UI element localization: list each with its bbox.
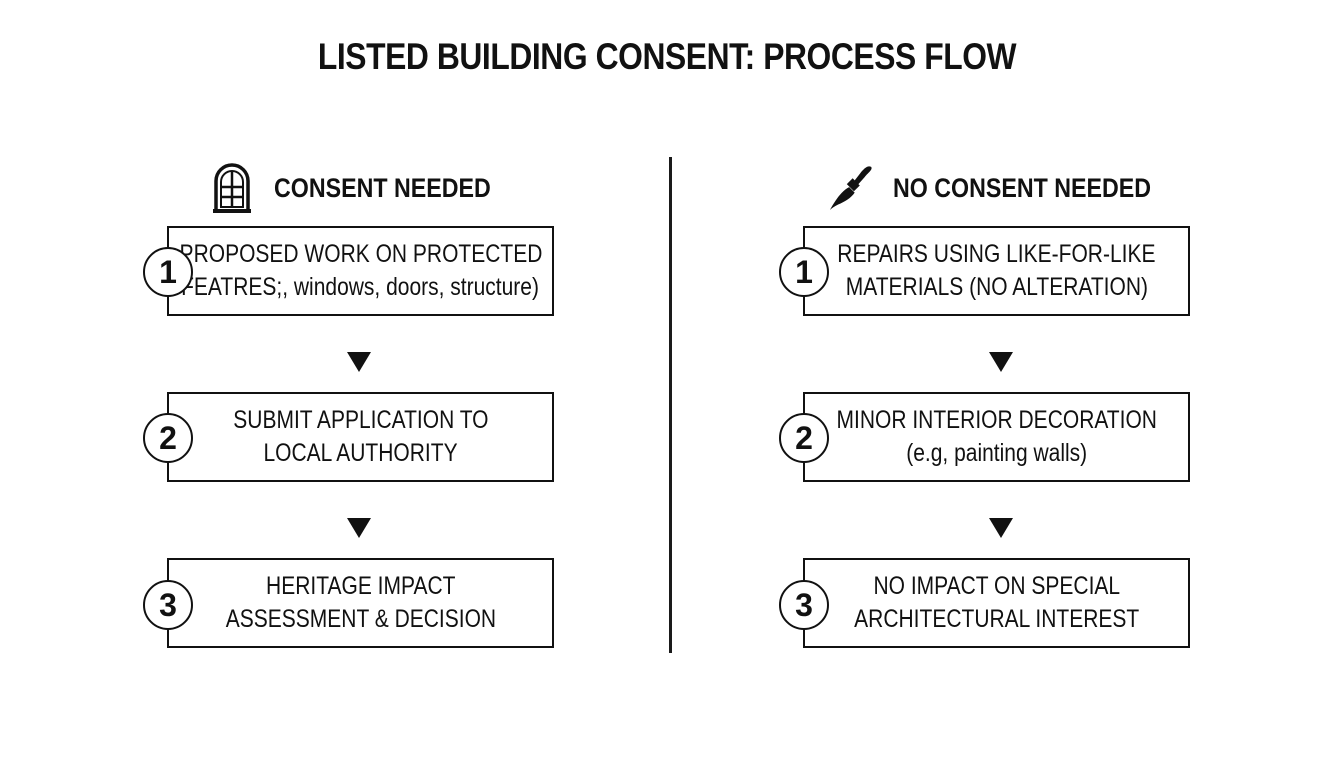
right-step-2-number: 2	[779, 413, 829, 463]
left-step-2-box: SUBMIT APPLICATION TO LOCAL AUTHORITY	[167, 392, 554, 482]
left-column-heading-label: CONSENT NEEDED	[274, 172, 491, 203]
step-text-line: LOCAL AUTHORITY	[263, 439, 458, 467]
left-step-1-number: 1	[143, 247, 193, 297]
step-text-line: HERITAGE IMPACT	[265, 572, 456, 600]
right-step-1-number: 1	[779, 247, 829, 297]
step-text-line: ASSESSMENT & DECISION	[225, 605, 496, 633]
down-arrow-icon	[989, 518, 1013, 538]
left-step-1-box: PROPOSED WORK ON PROTECTED FEATRES;, win…	[167, 226, 554, 316]
right-step-3-box: NO IMPACT ON SPECIAL ARCHITECTURAL INTER…	[803, 558, 1190, 648]
down-arrow-icon	[989, 352, 1013, 372]
step-text-line: MATERIALS (NO ALTERATION)	[845, 273, 1148, 301]
left-step-3-number: 3	[143, 580, 193, 630]
step-text-line: FEATRES;, windows, doors, structure)	[181, 273, 540, 301]
left-step-2-number: 2	[143, 413, 193, 463]
diagram-title: LISTED BUILDING CONSENT: PROCESS FLOW	[317, 36, 1017, 77]
step-text-line: (e.g, painting walls)	[906, 439, 1087, 467]
step-text-line: REPAIRS USING LIKE-FOR-LIKE	[837, 240, 1156, 268]
right-step-1-box: REPAIRS USING LIKE-FOR-LIKE MATERIALS (N…	[803, 226, 1190, 316]
left-step-3-box: HERITAGE IMPACT ASSESSMENT & DECISION	[167, 558, 554, 648]
window-icon	[210, 163, 254, 213]
step-text-line: NO IMPACT ON SPECIAL	[873, 572, 1120, 600]
paintbrush-icon	[829, 163, 873, 213]
right-column-heading: NO CONSENT NEEDED	[829, 163, 1193, 213]
step-text-line: ARCHITECTURAL INTEREST	[853, 605, 1140, 633]
column-divider	[669, 157, 672, 653]
left-column-heading: CONSENT NEEDED	[210, 163, 526, 213]
down-arrow-icon	[347, 352, 371, 372]
down-arrow-icon	[347, 518, 371, 538]
right-step-3-number: 3	[779, 580, 829, 630]
right-column-heading-label: NO CONSENT NEEDED	[893, 172, 1152, 203]
step-text-line: MINOR INTERIOR DECORATION	[836, 406, 1157, 434]
right-step-2-box: MINOR INTERIOR DECORATION (e.g, painting…	[803, 392, 1190, 482]
step-text-line: SUBMIT APPLICATION TO	[232, 406, 489, 434]
step-text-line: PROPOSED WORK ON PROTECTED	[179, 240, 542, 268]
